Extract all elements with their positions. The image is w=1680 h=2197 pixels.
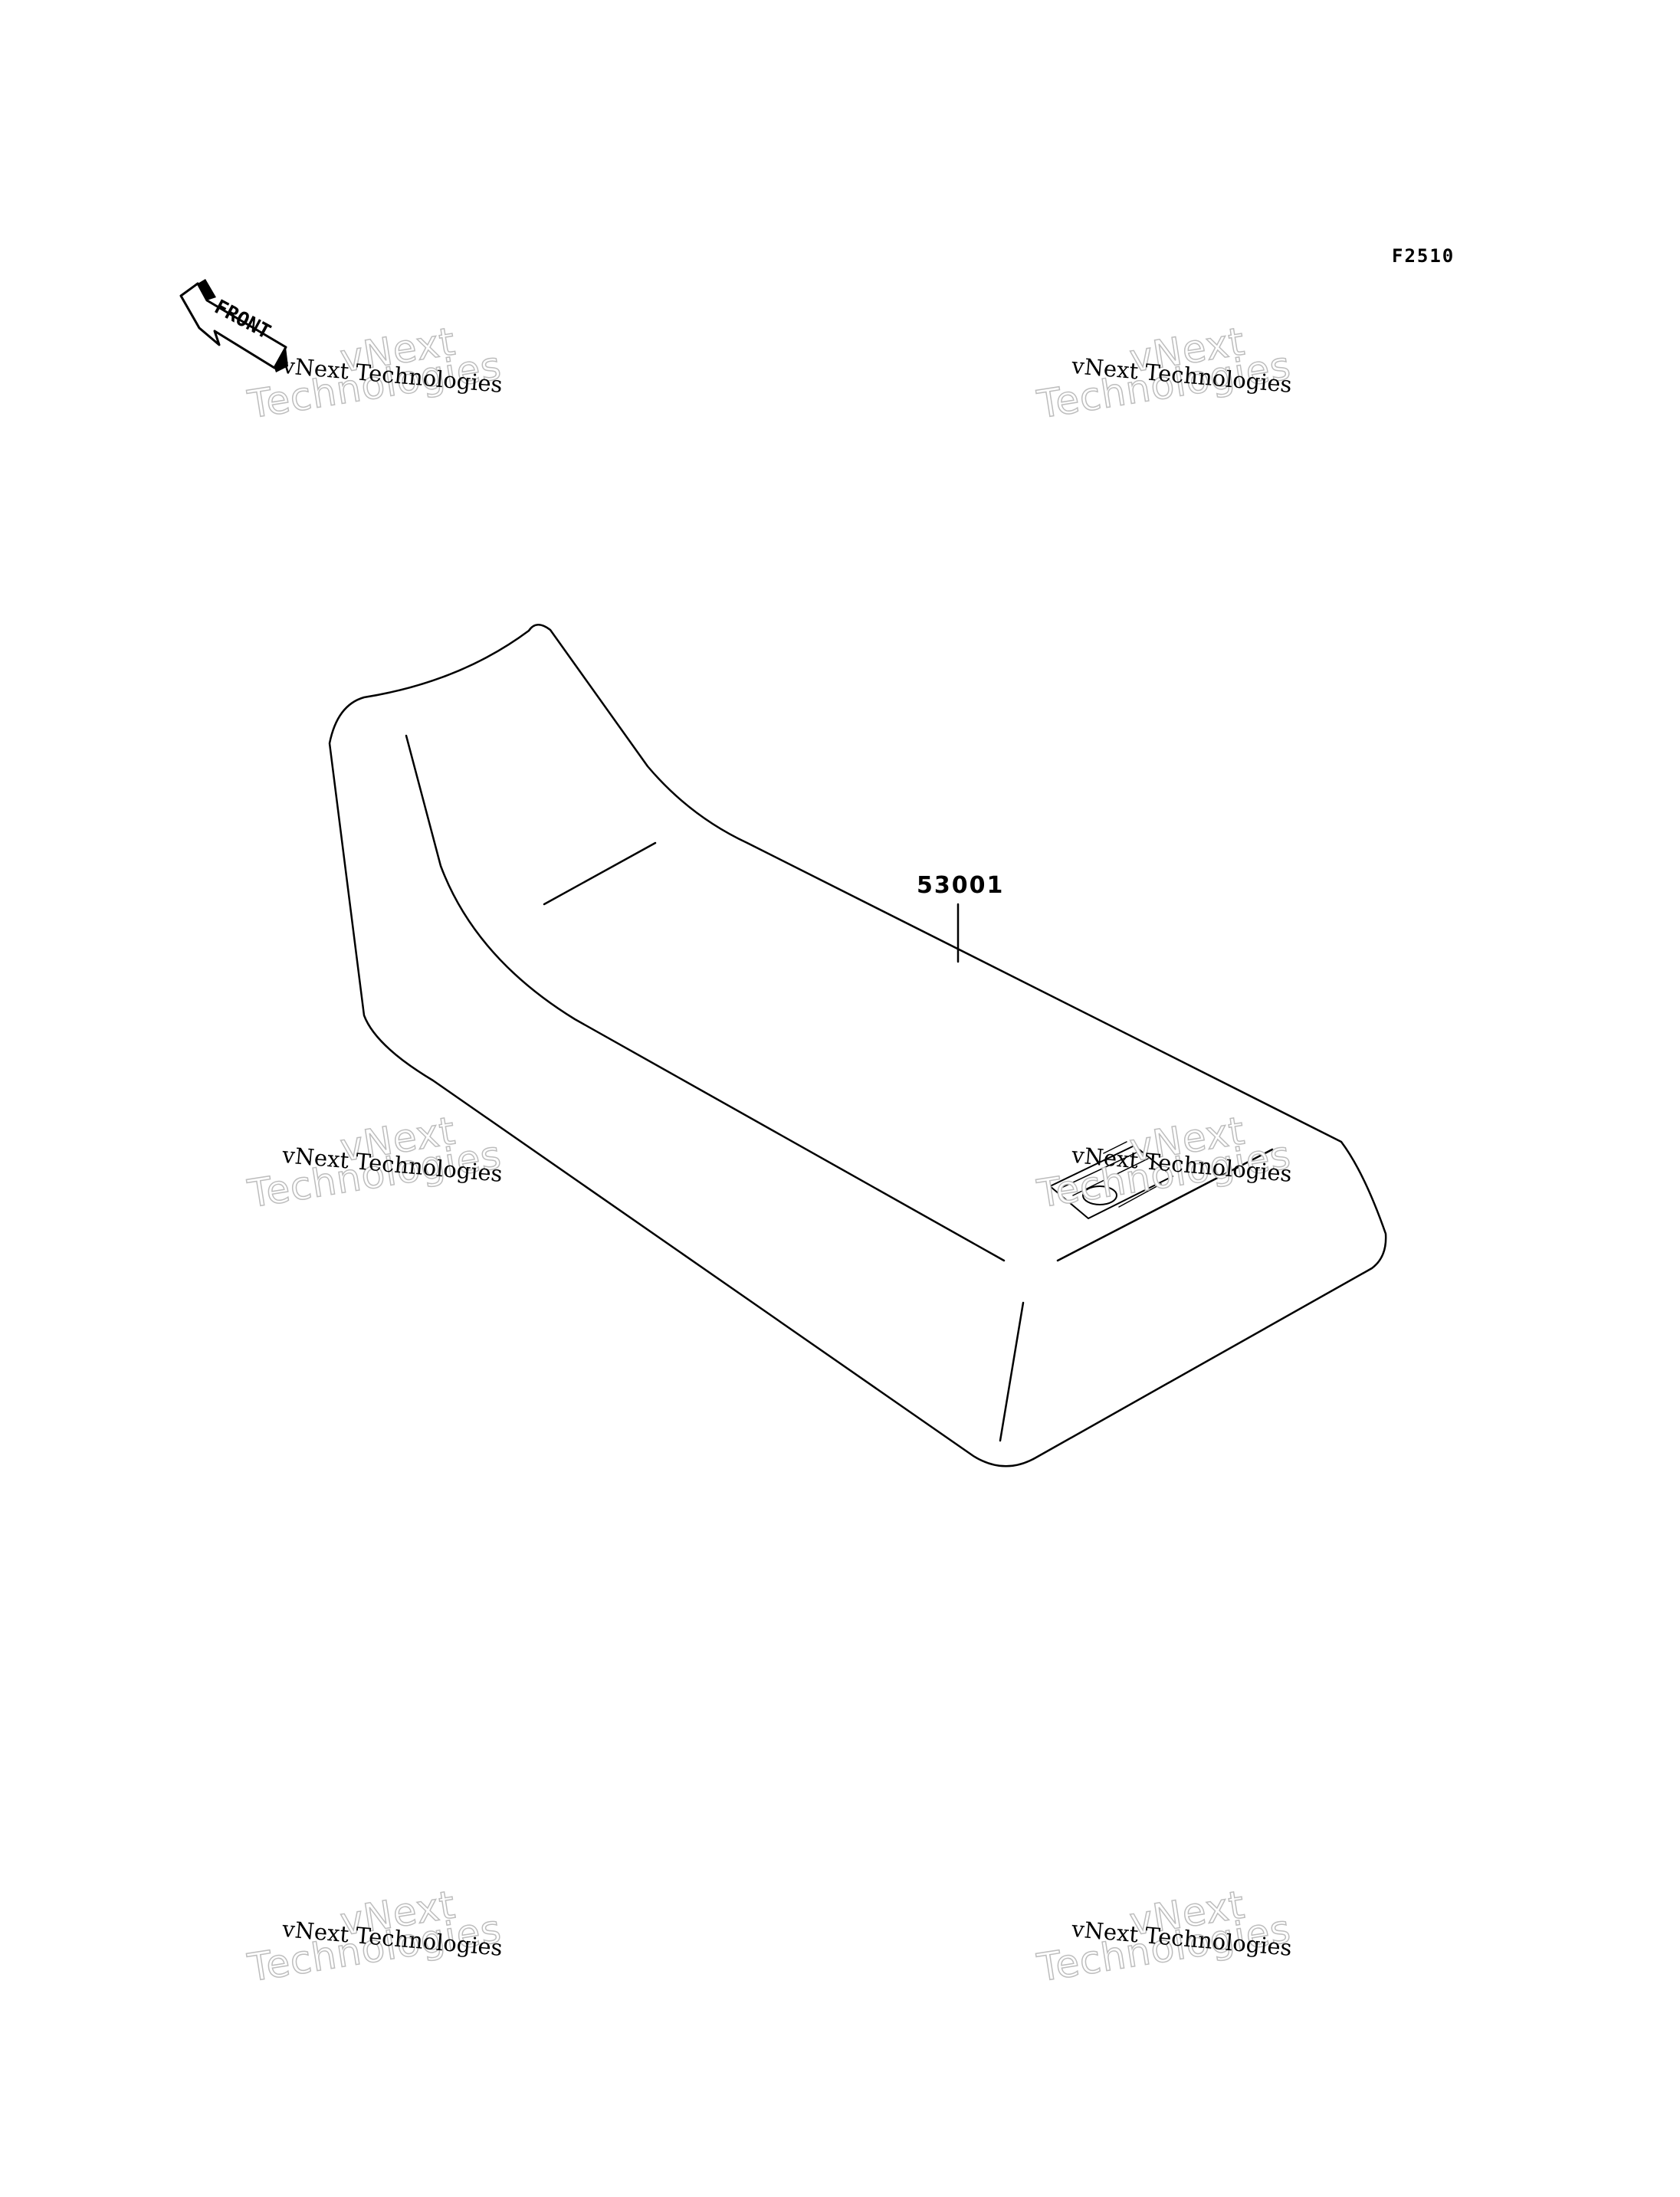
part-number-label: 53001 bbox=[917, 872, 1005, 899]
seat-emblem-icon bbox=[1049, 1141, 1173, 1219]
seat-outline bbox=[328, 624, 1387, 1467]
seat-inner-edge bbox=[405, 734, 1006, 1262]
front-arrow-icon: FRONT bbox=[179, 279, 288, 372]
figure-code: F2510 bbox=[1392, 245, 1455, 267]
seat-crease bbox=[543, 841, 657, 906]
seat-rear-edge bbox=[999, 1301, 1025, 1442]
seat-front-edge bbox=[1056, 1148, 1274, 1262]
